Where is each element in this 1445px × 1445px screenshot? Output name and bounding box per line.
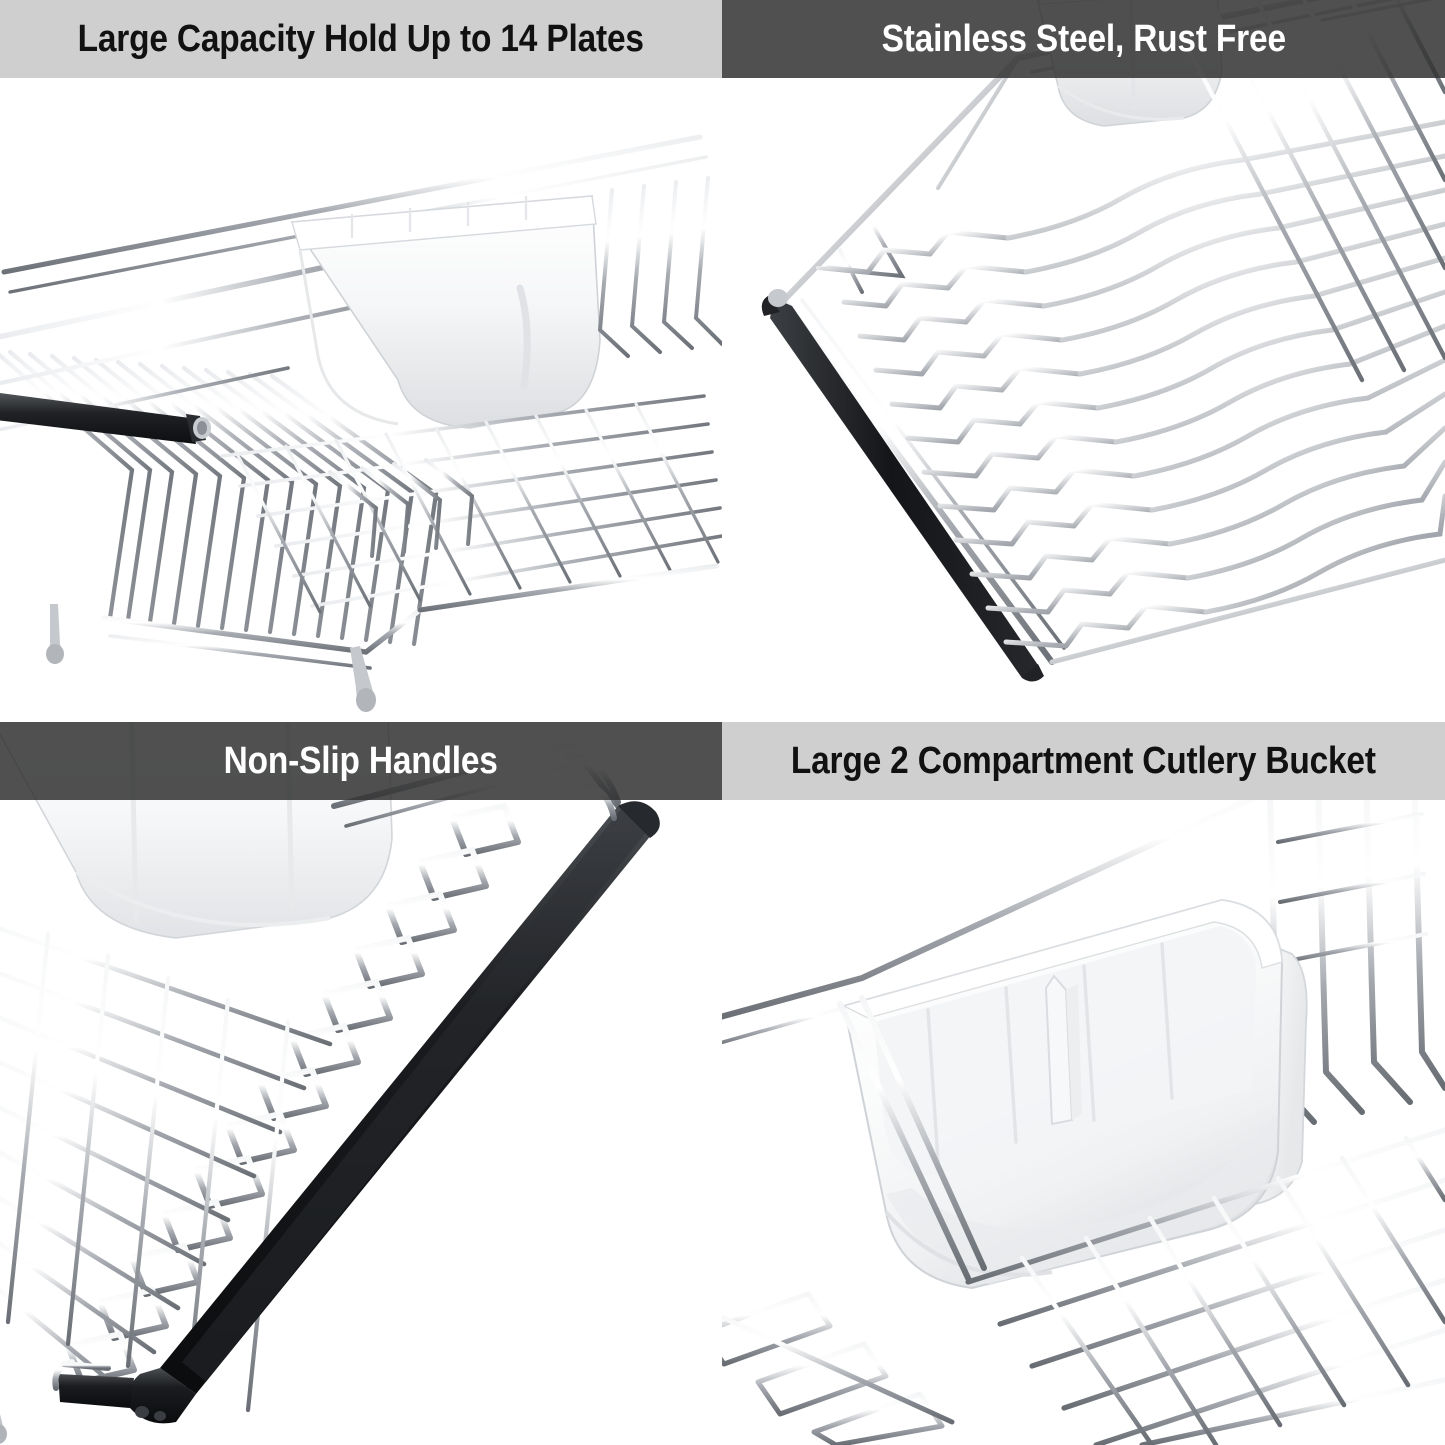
dish-rack-photo-stainless [722, 0, 1445, 722]
dish-rack-photo-capacity [0, 0, 722, 722]
dish-rack-photo-bucket [722, 722, 1445, 1445]
panel-stainless: Stainless Steel, Rust Free [722, 0, 1445, 722]
dish-rack-photo-handles [0, 722, 722, 1445]
panel-capacity: Large Capacity Hold Up to 14 Plates [0, 0, 722, 722]
panel-handles: Non-Slip Handles [0, 722, 722, 1445]
panel-bucket: Large 2 Compartment Cutlery Bucket [722, 722, 1445, 1445]
